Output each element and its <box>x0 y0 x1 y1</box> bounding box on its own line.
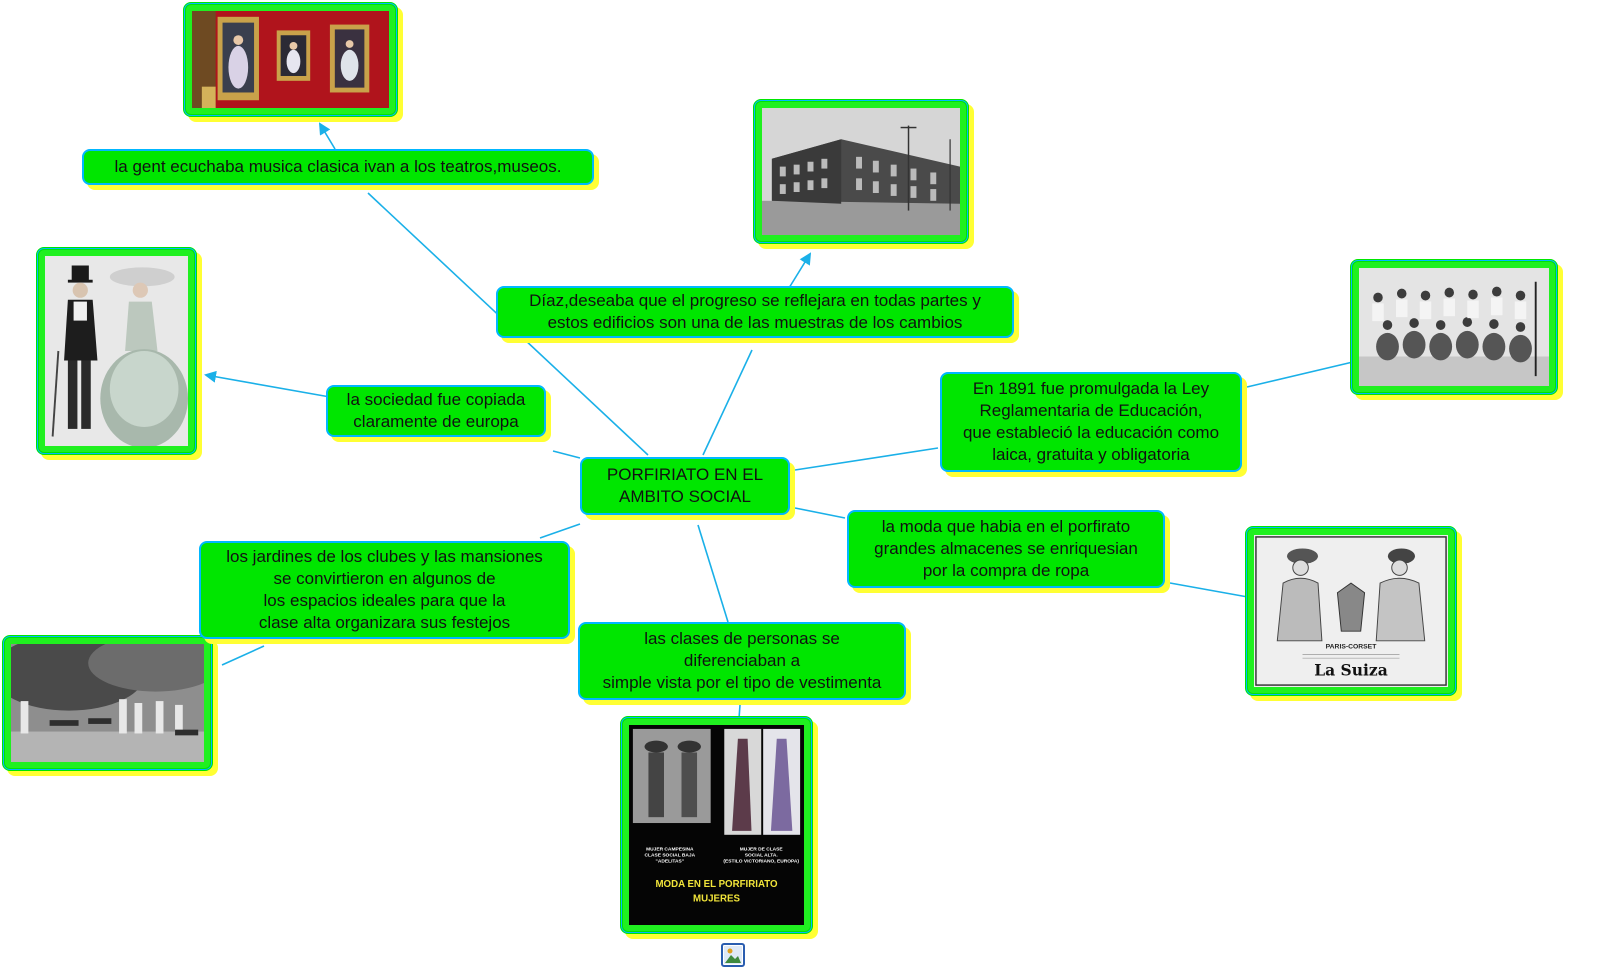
museum-paintings-image <box>192 11 389 108</box>
node-clases-text: las clases de personas se diferenciaban … <box>602 629 882 692</box>
couple-image-box[interactable] <box>36 247 197 455</box>
node-central[interactable]: PORFIRIATO EN EL AMBITO SOCIAL <box>580 457 790 515</box>
node-jardines-text: los jardines de los clubes y las mansion… <box>226 547 543 632</box>
building-photo-image <box>762 108 960 235</box>
fashion-title-1: MODA EN EL PORFIRIATO <box>655 879 778 890</box>
corset-brand: La Suiza <box>1314 661 1388 680</box>
fashion-title-2: MUJERES <box>693 893 740 904</box>
node-diaz-text: Díaz,deseaba que el progreso se reflejar… <box>529 291 981 332</box>
central-topic: PORFIRIATO EN EL AMBITO SOCIAL <box>606 465 764 506</box>
link-central-moda <box>794 507 846 519</box>
link-musica-museum <box>318 122 336 150</box>
node-sociedad[interactable]: la sociedad fue copiada claramente de eu… <box>326 385 546 437</box>
node-ley[interactable]: En 1891 fue promulgada la Ley Reglamenta… <box>940 372 1242 472</box>
victorian-couple-image <box>45 256 188 446</box>
building-image-box[interactable] <box>753 99 969 244</box>
garden-party-image <box>11 644 204 762</box>
node-clases[interactable]: las clases de personas se diferenciaban … <box>578 622 906 700</box>
link-jardines-garden <box>221 645 265 666</box>
link-sociedad-couple <box>204 370 331 398</box>
picture-icon <box>724 946 742 964</box>
node-sociedad-text: la sociedad fue copiada claramente de eu… <box>346 390 526 431</box>
node-musica[interactable]: la gent ecuchaba musica clasica ivan a l… <box>82 149 594 185</box>
corset-ad-image: PARIS-CORSET La Suiza <box>1254 535 1448 687</box>
node-moda[interactable]: la moda que habia en el porfirato grande… <box>847 510 1165 588</box>
link-central-clases <box>697 524 729 623</box>
group-photo-image <box>1359 268 1549 386</box>
image-attachment-icon[interactable] <box>721 943 745 967</box>
node-moda-text: la moda que habia en el porfirato grande… <box>874 517 1138 580</box>
group-image-box[interactable] <box>1350 259 1558 395</box>
link-central-sociedad <box>552 450 581 459</box>
node-jardines[interactable]: los jardines de los clubes y las mansion… <box>199 541 570 639</box>
link-central-jardines <box>539 523 581 539</box>
link-central-diaz <box>702 349 753 456</box>
corset-brand-top: PARIS-CORSET <box>1326 644 1378 651</box>
link-diaz-building <box>788 252 812 289</box>
node-diaz[interactable]: Díaz,deseaba que el progreso se reflejar… <box>496 286 1014 338</box>
museum-image-box[interactable] <box>183 2 398 117</box>
link-central-ley <box>794 447 939 471</box>
corset-image-box[interactable]: PARIS-CORSET La Suiza <box>1245 526 1457 696</box>
node-ley-text: En 1891 fue promulgada la Ley Reglamenta… <box>962 379 1220 464</box>
garden-image-box[interactable] <box>2 635 213 771</box>
node-musica-text: la gent ecuchaba musica clasica ivan a l… <box>114 157 562 176</box>
